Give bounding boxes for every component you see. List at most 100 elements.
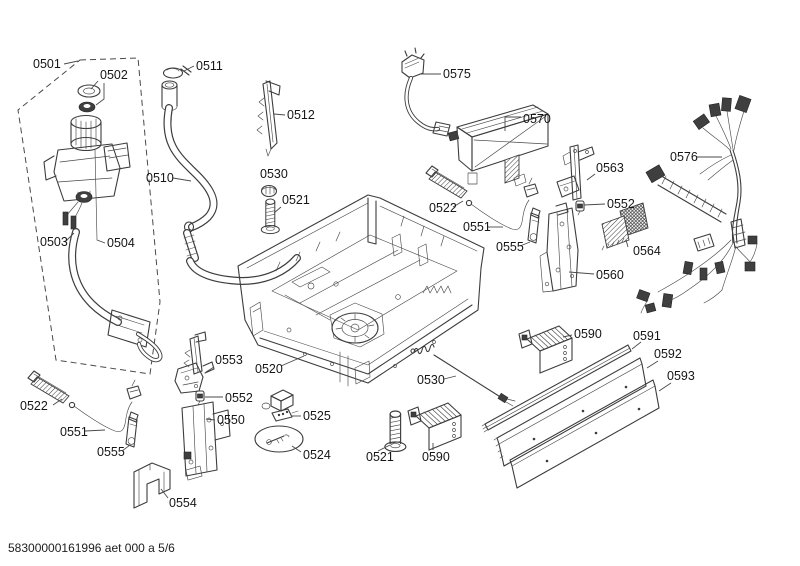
part-0552-clip — [195, 390, 205, 406]
part-number-label: 0592 — [654, 347, 682, 361]
part-number-label: 0590 — [422, 450, 450, 464]
callout-leader-line — [646, 360, 659, 369]
part-callout-0570: 0570 — [504, 112, 551, 131]
part-callout-0524: 0524 — [291, 445, 331, 462]
part-callout-0521: 0521 — [273, 193, 310, 214]
part-callout-0551: 0551 — [60, 425, 106, 439]
callout-leader-line — [273, 206, 282, 214]
callout-leader-line — [586, 173, 596, 181]
part-callout-0521: 0521 — [366, 444, 394, 464]
part-callout-0554: 0554 — [160, 488, 197, 510]
callout-leader-line — [280, 355, 305, 367]
part-0564-damper — [601, 202, 649, 251]
part-0525-switch — [261, 389, 299, 422]
part-number-label: 0550 — [217, 413, 245, 427]
part-0521-screw — [384, 410, 407, 453]
part-0511-hose-clamp — [162, 65, 192, 79]
callout-leader-line — [377, 444, 391, 452]
callout-leader-line — [205, 366, 215, 373]
callout-leader-line — [160, 488, 169, 499]
part-callout-0503: 0503 — [40, 232, 75, 249]
callout-leader-line — [205, 418, 216, 421]
callout-leader-line — [568, 271, 595, 275]
part-0530-cap — [260, 184, 278, 198]
part-number-label: 0503 — [40, 235, 68, 249]
callout-leader-line — [95, 83, 105, 106]
callout-leader-line — [562, 334, 573, 338]
part-0512-fixing-bracket — [256, 80, 281, 157]
document-code: 58300000161996 aet 000 a 5/6 — [8, 541, 175, 555]
part-number-label: 0521 — [282, 193, 310, 207]
part-number-label: 0510 — [146, 171, 174, 185]
callout-leader-line — [183, 65, 195, 72]
part-0501-aquastop-assembly — [17, 57, 163, 375]
callout-leader-line — [64, 232, 75, 243]
part-callout-0564: 0564 — [625, 239, 661, 258]
part-number-label: 0563 — [596, 161, 624, 175]
callout-leader-line — [63, 60, 79, 65]
part-number-label: 0525 — [303, 409, 331, 423]
part-0575-power-cord — [401, 47, 460, 142]
callout-leader-line — [52, 398, 63, 406]
part-0554-u-bracket — [133, 462, 171, 509]
part-number-label: 0521 — [366, 450, 394, 464]
part-number-label: 0552 — [225, 391, 253, 405]
part-callout-0576: 0576 — [670, 150, 722, 164]
callout-leader-line — [96, 239, 106, 244]
part-callout-0512: 0512 — [273, 108, 315, 122]
part-number-label: 0560 — [596, 268, 624, 282]
part-number-label: 0520 — [255, 362, 283, 376]
part-0590-vent-grille — [407, 402, 462, 451]
part-callout-0525: 0525 — [291, 409, 331, 423]
callout-leader-line — [625, 239, 629, 248]
callout-leader-line — [172, 177, 192, 182]
part-callout-0552: 0552 — [583, 197, 635, 211]
part-number-label: 0502 — [100, 68, 128, 82]
part-callout-0555: 0555 — [496, 240, 531, 254]
part-callout-0555: 0555 — [97, 444, 131, 459]
part-0522-damper-strip — [425, 165, 468, 199]
part-0510-drain-hose — [161, 80, 301, 286]
part-number-label: 0575 — [443, 67, 471, 81]
part-number-label: 0530 — [417, 373, 445, 387]
callout-leader-line — [452, 200, 464, 208]
part-0524-accessory-kit — [254, 425, 304, 453]
part-number-label: 0564 — [633, 244, 661, 258]
part-callout-0511: 0511 — [183, 59, 223, 73]
callout-leader-line — [583, 203, 606, 206]
part-0555-latch — [125, 411, 139, 448]
part-callout-0551: 0551 — [463, 220, 503, 234]
part-0563-bracket — [556, 144, 595, 201]
part-0550-mounting-bracket — [181, 401, 231, 481]
part-callout-0550: 0550 — [205, 413, 245, 427]
part-callout-0504: 0504 — [96, 236, 135, 250]
part-0593-panel — [509, 379, 660, 489]
part-callout-0590: 0590 — [422, 443, 450, 464]
callout-leader-line — [90, 80, 99, 90]
part-0591-panel — [481, 344, 632, 433]
part-0552-clip — [575, 200, 585, 216]
part-callout-0530: 0530 — [260, 167, 288, 181]
part-number-label: 0551 — [463, 220, 491, 234]
part-number-label: 0522 — [20, 399, 48, 413]
part-0570-control-module — [456, 104, 549, 187]
callout-layer: 0501 0502 0503 0504 0511 0510 0512 0530 0521 0575… — [20, 57, 722, 510]
part-number-label: 0570 — [523, 112, 551, 126]
part-number-label: 0524 — [303, 448, 331, 462]
part-0560-mounting-bracket — [539, 202, 579, 293]
part-callout-0501: 0501 — [33, 57, 79, 71]
part-number-label: 0554 — [169, 496, 197, 510]
part-callout-0593: 0593 — [658, 369, 695, 392]
part-0555-latch — [527, 207, 541, 244]
part-callout-0553: 0553 — [205, 353, 243, 373]
part-callout-0522: 0522 — [20, 398, 63, 413]
part-callout-0563: 0563 — [586, 161, 624, 181]
callout-leader-line — [504, 116, 521, 131]
part-number-label: 0530 — [260, 167, 288, 181]
part-0521-screw — [260, 198, 280, 235]
callout-leader-line — [658, 382, 672, 392]
part-callout-0590: 0590 — [562, 327, 602, 341]
part-number-label: 0591 — [633, 329, 661, 343]
